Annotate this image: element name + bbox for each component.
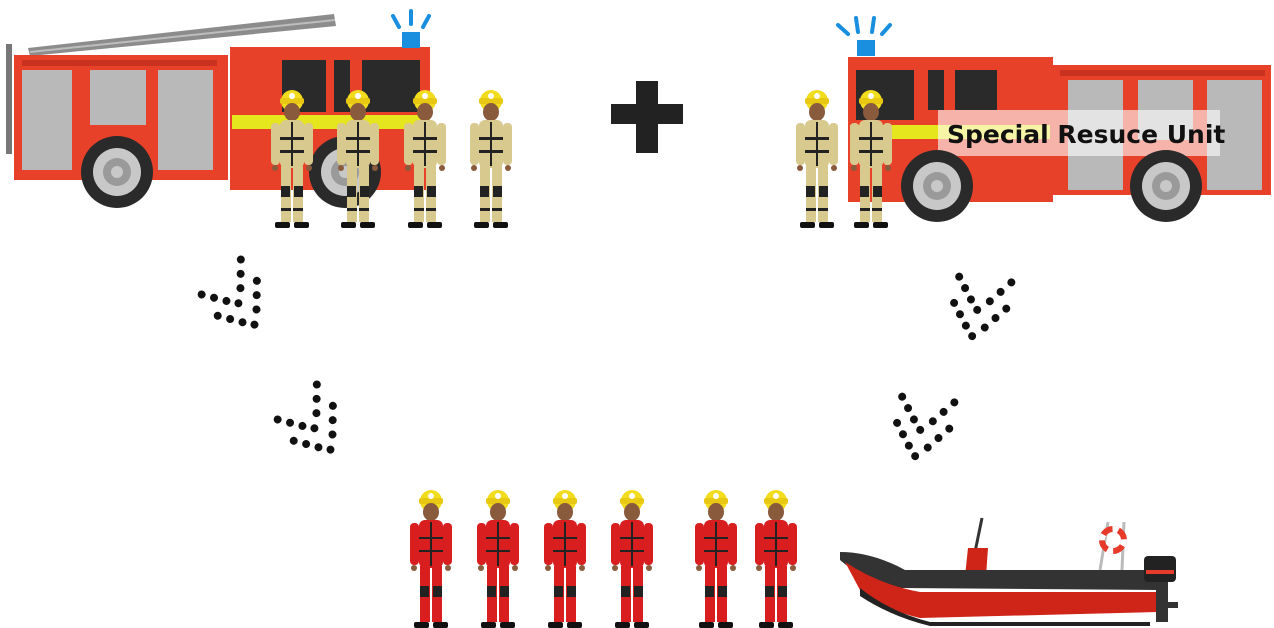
firefighter-water-rescue-icon bbox=[477, 490, 519, 628]
firefighter-water-rescue-icon bbox=[755, 490, 797, 628]
dotted-chevron-arrow-icon bbox=[266, 377, 354, 470]
plus-icon bbox=[611, 81, 683, 153]
dotted-chevron-arrow-icon bbox=[190, 252, 278, 345]
beacon-icon bbox=[857, 40, 875, 56]
firefighter-water-rescue-icon bbox=[410, 490, 452, 628]
fire-engine-right: Special Resuce Unit bbox=[838, 18, 1271, 222]
inflatable-rescue-boat-icon bbox=[840, 518, 1178, 626]
unit-label: Special Resuce Unit bbox=[947, 120, 1225, 149]
firefighter-water-rescue-icon bbox=[695, 490, 737, 628]
firefighter-water-rescue-icon bbox=[544, 490, 586, 628]
firefighter-structural-icon bbox=[470, 90, 512, 228]
dotted-chevron-arrow-icon bbox=[877, 377, 965, 470]
beacon-icon bbox=[402, 32, 420, 48]
firefighter-structural-icon bbox=[796, 90, 838, 228]
dotted-chevron-arrow-icon bbox=[934, 257, 1022, 350]
firefighter-water-rescue-icon bbox=[611, 490, 653, 628]
